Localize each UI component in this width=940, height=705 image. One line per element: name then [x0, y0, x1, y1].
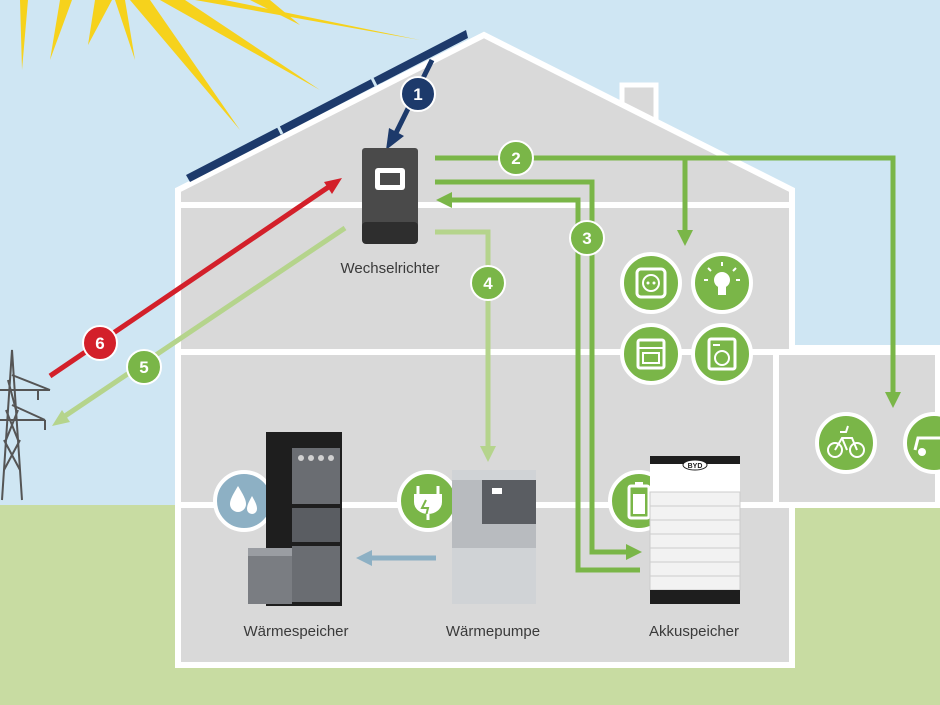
- battery-brand-logo: BYD: [688, 463, 703, 470]
- badge-2: 2: [498, 140, 534, 176]
- badge-6: 6: [82, 325, 118, 361]
- svg-text:1: 1: [413, 85, 422, 104]
- battery-storage-label: Akkuspeicher: [649, 623, 739, 640]
- water-drops-icon: [213, 470, 275, 532]
- sun-icon: [20, 0, 420, 130]
- power-pylon-icon: [0, 349, 51, 501]
- flow-arrow-3: [435, 179, 630, 555]
- flow-arrow-5: [60, 225, 347, 421]
- appliance-icons: [213, 252, 940, 532]
- svg-text:4: 4: [483, 274, 493, 293]
- oven-icon: [620, 323, 682, 385]
- flow-badges: 1 2 3 4 5 6: [82, 76, 605, 385]
- svg-text:5: 5: [139, 358, 148, 377]
- heat-pump-label: Wärmepumpe: [446, 623, 540, 640]
- electric-car-icon: [903, 412, 940, 474]
- svg-text:2: 2: [511, 149, 520, 168]
- flow-arrow-4: [435, 229, 491, 448]
- solar-panel-icon: [186, 30, 468, 182]
- flow-arrow-2: [435, 155, 896, 395]
- washing-machine-icon: [691, 323, 753, 385]
- battery-storage: BYD: [649, 456, 741, 604]
- heat-storage: [248, 432, 342, 606]
- lightbulb-icon: [691, 252, 753, 314]
- badge-4: 4: [470, 265, 506, 301]
- ebike-icon: [815, 412, 877, 474]
- socket-icon: [620, 252, 682, 314]
- inverter: [362, 148, 418, 244]
- badge-5: 5: [126, 349, 162, 385]
- heat-storage-label: Wärmespeicher: [243, 623, 348, 640]
- badge-3: 3: [569, 220, 605, 256]
- plug-icon: [397, 470, 459, 532]
- inverter-label: Wechselrichter: [341, 260, 440, 277]
- badge-1: 1: [400, 76, 436, 112]
- svg-text:3: 3: [582, 229, 591, 248]
- heat-pump: [452, 470, 536, 604]
- svg-text:6: 6: [95, 334, 104, 353]
